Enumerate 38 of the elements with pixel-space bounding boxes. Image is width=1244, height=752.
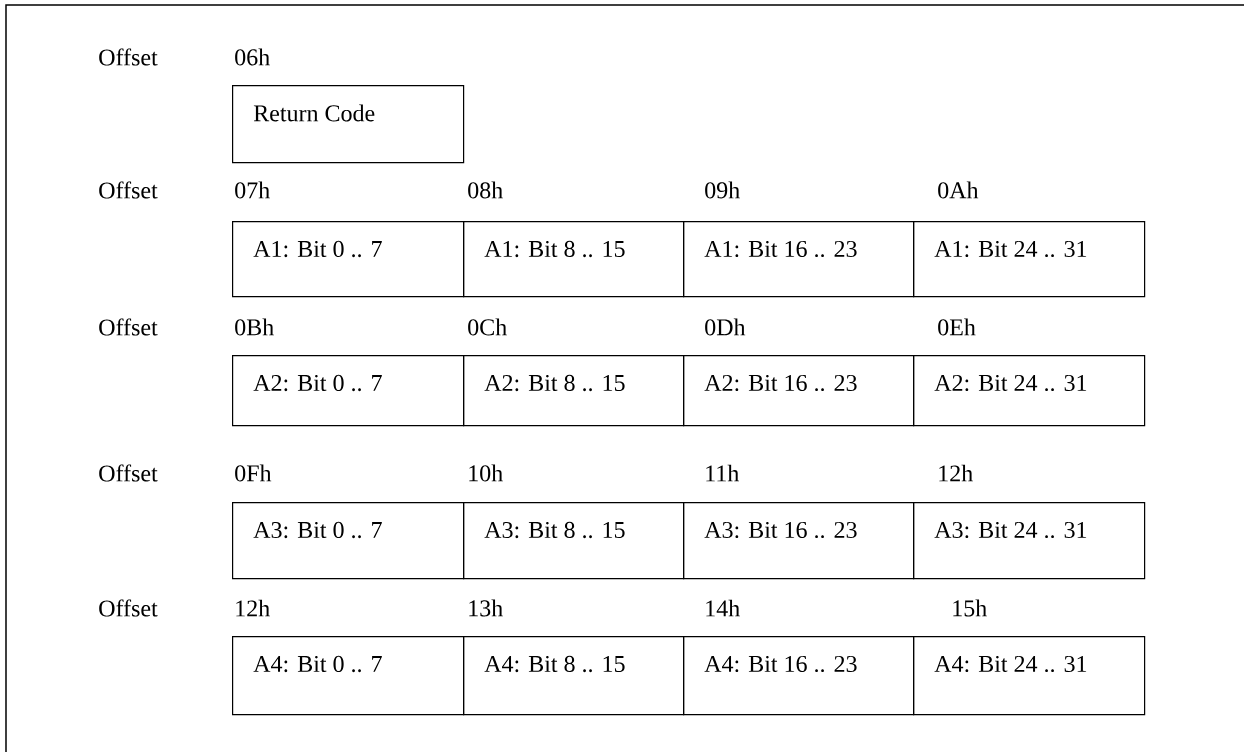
field-box: A1: Bit 0 .. 7	[232, 221, 465, 298]
field-box: A4: Bit 0 .. 7	[232, 636, 465, 716]
field-box: Return Code	[232, 85, 465, 164]
label: Offset	[99, 181, 158, 199]
label: 0Dh	[705, 318, 746, 336]
field-box: A4: Bit 8 .. 15	[463, 636, 685, 716]
label: 09h	[705, 181, 740, 199]
field-box: A4: Bit 24 .. 31	[913, 636, 1146, 716]
label: Offset	[99, 599, 158, 617]
field-box: A2: Bit 0 .. 7	[232, 355, 465, 427]
label: 0Ah	[938, 181, 979, 199]
label: Offset	[99, 48, 158, 66]
label: 10h	[469, 464, 503, 482]
field-box: A1: Bit 8 .. 15	[463, 221, 685, 298]
label: 15h	[953, 599, 987, 617]
label: 0Bh	[235, 318, 274, 336]
field-box: A1: Bit 24 .. 31	[913, 221, 1146, 298]
label: 08h	[468, 181, 503, 199]
label: 07h	[235, 181, 270, 199]
label: Offset	[99, 318, 158, 336]
label: 0Ch	[468, 318, 507, 336]
field-box: A2: Bit 16 .. 23	[683, 355, 915, 427]
field-box: A1: Bit 16 .. 23	[683, 221, 915, 298]
field-box: A3: Bit 24 .. 31	[913, 502, 1146, 580]
field-box: A2: Bit 8 .. 15	[463, 355, 685, 427]
field-box: A2: Bit 24 .. 31	[913, 355, 1146, 427]
label: 12h	[236, 599, 270, 617]
label: 13h	[469, 599, 503, 617]
label: 0Eh	[938, 318, 976, 336]
label: 14h	[706, 599, 740, 617]
label: 11h	[706, 464, 739, 482]
field-box: A4: Bit 16 .. 23	[683, 636, 915, 716]
field-box: A3: Bit 16 .. 23	[683, 502, 915, 580]
field-box: A3: Bit 0 .. 7	[232, 502, 465, 580]
label: Offset	[99, 464, 158, 482]
field-box: A3: Bit 8 .. 15	[463, 502, 685, 580]
label: 0Fh	[235, 464, 272, 482]
label: 12h	[939, 464, 973, 482]
